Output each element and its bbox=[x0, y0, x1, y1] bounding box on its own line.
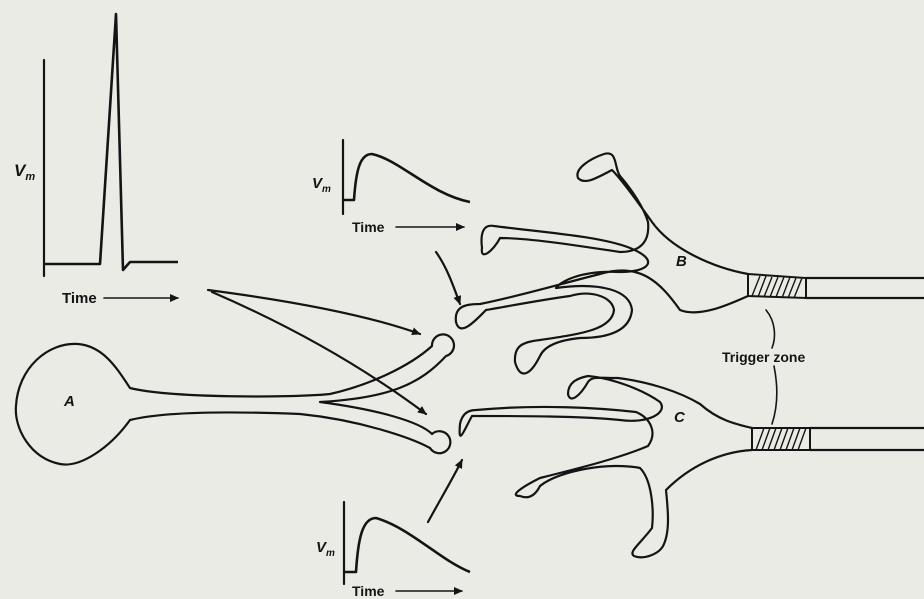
trigger-zone-bracket-lower bbox=[772, 366, 777, 424]
arrow-epsp-bottom-to-synapse bbox=[428, 460, 462, 522]
epsp-bottom-plot: Vm Time bbox=[316, 502, 470, 599]
ap-xlabel: Time bbox=[62, 290, 97, 307]
epsp-top-ylabel: Vm bbox=[312, 175, 331, 195]
neuron-a-outline bbox=[16, 334, 454, 464]
arrow-epsp-top-to-synapse bbox=[436, 252, 460, 304]
action-potential-plot: Vm Time bbox=[14, 14, 178, 307]
neuron-c-trigger-zone bbox=[752, 428, 810, 450]
action-potential-trace bbox=[44, 14, 178, 270]
epsp-bottom-trace bbox=[344, 518, 470, 572]
neuron-c-label: C bbox=[674, 409, 686, 426]
epsp-top-plot: Vm Time bbox=[312, 140, 470, 235]
neuron-c-axon bbox=[810, 428, 924, 450]
annotation-arrows bbox=[208, 252, 462, 522]
neuron-b-trigger-zone bbox=[748, 274, 806, 298]
neuron-c: C bbox=[460, 376, 924, 557]
epsp-top-xlabel: Time bbox=[352, 219, 385, 235]
neuron-c-outline bbox=[460, 376, 752, 557]
trigger-zone-label: Trigger zone bbox=[722, 349, 805, 365]
neuron-a-label: A bbox=[63, 393, 75, 410]
trigger-zone-callout: Trigger zone bbox=[722, 310, 805, 424]
neuron-a: A bbox=[16, 334, 454, 464]
arrow-ap-to-upper-terminal bbox=[208, 290, 420, 334]
ap-ylabel: Vm bbox=[14, 161, 35, 183]
epsp-bottom-ylabel: Vm bbox=[316, 539, 335, 559]
neuron-b-outline bbox=[456, 153, 748, 373]
trigger-zone-bracket-upper bbox=[766, 310, 774, 348]
neuron-b: B bbox=[456, 153, 924, 373]
epsp-bottom-xlabel: Time bbox=[352, 583, 385, 599]
epsp-top-trace bbox=[343, 154, 470, 202]
neuron-b-label: B bbox=[676, 253, 687, 270]
neuron-b-axon bbox=[806, 278, 924, 298]
